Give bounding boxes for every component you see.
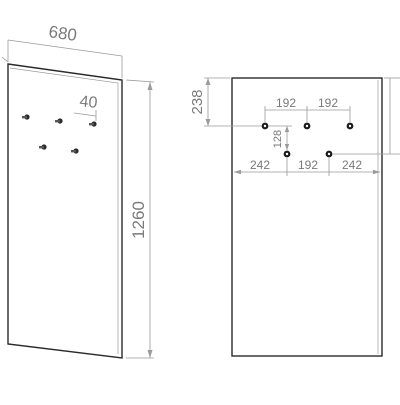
hook bbox=[22, 114, 30, 120]
hook bbox=[71, 148, 79, 154]
left-hook-spacing-dimension: 40 bbox=[73, 93, 99, 121]
left-hook-spacing-label: 40 bbox=[79, 93, 99, 112]
hook bbox=[39, 144, 47, 150]
right-vertical-drop-label: 128 bbox=[272, 130, 284, 148]
right-side-offset-label: 366 bbox=[398, 105, 400, 130]
hook bbox=[89, 121, 97, 127]
left-hooks bbox=[22, 114, 97, 154]
right-top-spacing-right-label: 192 bbox=[318, 96, 338, 110]
right-bottom-left-label: 242 bbox=[250, 158, 270, 172]
right-top-offset-label: 238 bbox=[189, 89, 206, 114]
left-width-dimension: 680 bbox=[7, 22, 123, 78]
hook bbox=[55, 118, 63, 124]
right-bottom-right-label: 242 bbox=[342, 158, 362, 172]
right-holes bbox=[261, 122, 354, 158]
right-top-offset-dimension: 238 bbox=[189, 77, 262, 127]
left-view: 680 40 1260 bbox=[1, 22, 155, 359]
left-panel-corner-mark bbox=[1, 56, 9, 63]
hole bbox=[346, 122, 354, 130]
right-bottom-spacing-dimension: 242 192 242 bbox=[234, 158, 380, 176]
left-width-label: 680 bbox=[47, 22, 78, 45]
right-top-spacing-left-label: 192 bbox=[276, 96, 296, 110]
left-panel-face bbox=[7, 63, 123, 359]
right-side-offset-dimension: 366 bbox=[332, 77, 400, 155]
left-height-dimension: 1260 bbox=[125, 79, 155, 359]
hole bbox=[261, 122, 269, 130]
right-view: 238 366 192 192 128 bbox=[189, 77, 400, 357]
left-panel bbox=[1, 56, 123, 359]
right-bottom-mid-label: 192 bbox=[298, 158, 318, 172]
left-panel-edge bbox=[9, 67, 119, 354]
left-height-label: 1260 bbox=[129, 201, 148, 239]
hole bbox=[325, 150, 333, 158]
right-top-spacing-dimension: 192 192 bbox=[264, 96, 351, 122]
hole bbox=[303, 122, 311, 130]
hole bbox=[283, 150, 291, 158]
right-vertical-drop-dimension: 128 bbox=[268, 125, 292, 150]
